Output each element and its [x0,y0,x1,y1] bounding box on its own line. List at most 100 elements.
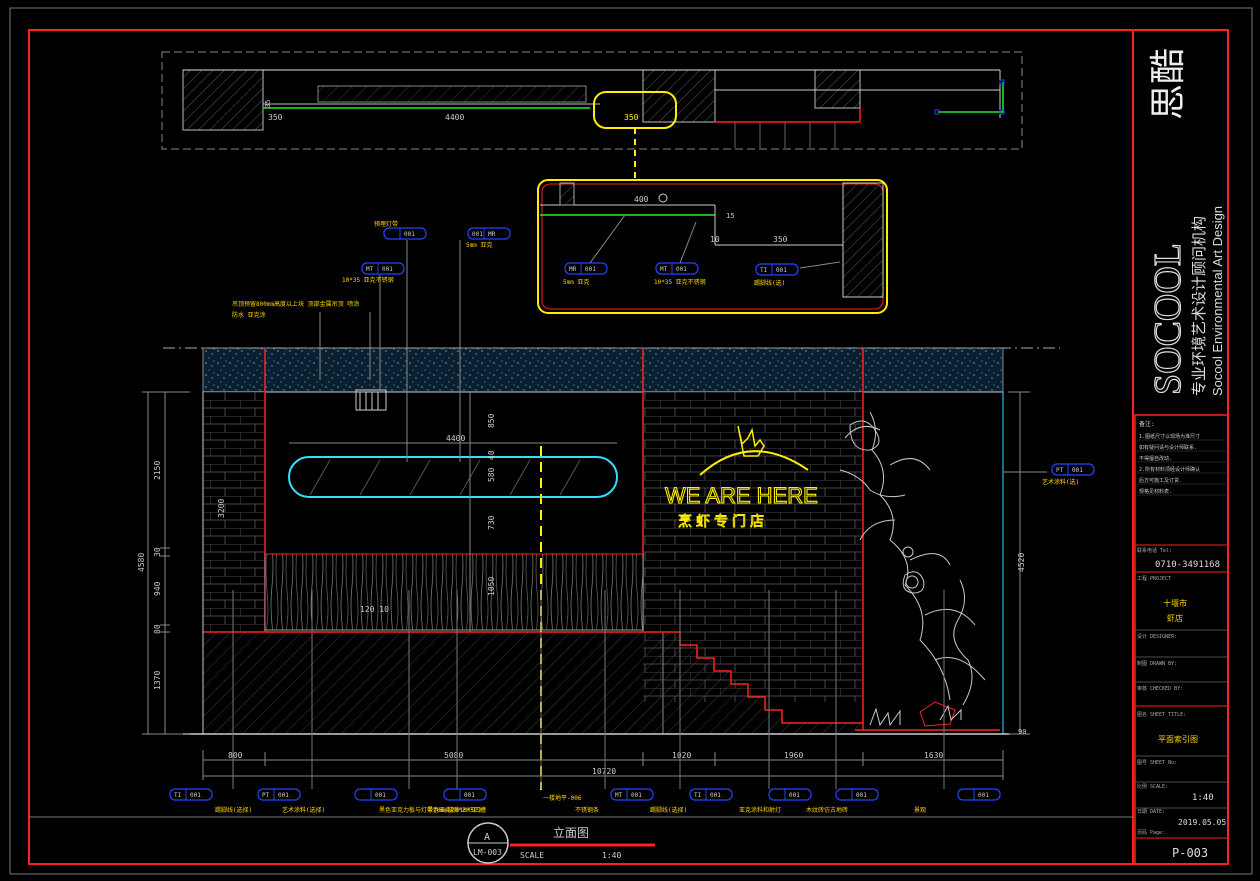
company-name-cn: 专业环境艺术设计顾问机构 [1190,216,1208,396]
tag-label: 不锈钢条 [575,806,599,814]
company-name-en: Socool Environmental Art Design [1210,206,1225,396]
tag-label: 10*35 亚克不锈钢 [654,278,706,286]
notes-header: 备注: [1139,420,1155,428]
dim-4400-inner: 4400 [446,434,465,443]
detail-dim-15: 15 [726,212,734,220]
dim-1050: 1050 [487,577,496,596]
counter-base [202,631,664,735]
dim-left-1370: 1370 [153,671,162,690]
tag-number: 001 [789,792,800,799]
note-line: 后方可施工及订货. [1139,477,1182,484]
project-label: 工程 PROJECT [1137,575,1171,582]
dim-40: 40 [487,450,496,460]
tag-label: 5mm 亚克 [466,241,492,249]
dim-right-90: 90 [1018,728,1026,736]
tag-number: 001 [1072,467,1083,474]
dim-3200: 3200 [217,499,226,518]
right-dimension [1008,391,1030,735]
notes-list: 1.图纸尺寸以现场为准尺寸如有疑问请与设计师联系.不得擅自改动.2.所有材料须经… [1137,433,1226,496]
tag-label: 踢脚线(选) [754,279,785,287]
note-line: 如有疑问请与设计师联系. [1139,444,1197,451]
sheet-no-label: 图号 SHEET No: [1137,760,1177,766]
project-line-2: 虾店 [1167,613,1183,623]
drape-panel [264,553,644,631]
dim-b-5080: 5080 [444,751,463,760]
label-title: 立面图 [553,825,589,840]
logo-brand: 思酷 [1148,48,1189,120]
dim-b-1020: 1020 [672,751,691,760]
tag-number: MR [488,231,496,238]
label-scale-label: SCALE [520,851,544,860]
tag-number: 001 [776,267,787,274]
tag-label: 10*35 亚克不锈钢 [342,276,394,284]
scale-value: 1:40 [1192,793,1214,803]
dim-b-1630: 1630 [924,751,943,760]
tel-label: 联系电话 Tel: [1137,547,1172,554]
stair-profile [663,631,863,724]
detail-dim-350: 350 [773,235,788,244]
sheet-title-label: 图名 SHEET TITLE: [1137,711,1186,718]
tag-number: 001 [464,792,475,799]
scale-label: 比例 SCALE: [1137,783,1168,790]
plan-dim-4400: 4400 [445,113,464,122]
tag-code: 001 [472,231,483,238]
capsule-window [288,456,618,498]
tag-number: 001 [676,266,687,273]
ceiling-band [202,347,1004,393]
tag-number: 001 [631,792,642,799]
tag-number: 001 [710,792,721,799]
plan-dim-350-right: 350 [624,113,639,122]
tag-code: TI [760,267,768,274]
tag-label: 木纹砖仿古地砖 [806,806,848,814]
plant-illustration [839,411,986,706]
tag-label: 踢脚线(选择) [650,806,687,814]
dim-right-4520: 4520 [1017,553,1026,572]
dim-left-80: 80 [153,624,162,634]
drawn-label: 制图 DRAWN BY: [1137,660,1177,667]
inner-dims: 4400 850 40 580 730 1050 120 10 3200 [217,392,617,632]
hand-icon [737,425,765,457]
dim-b-1960: 1960 [784,751,803,760]
bottom-dimension-chain [202,750,1004,780]
project-line-1: 十堰市 [1163,598,1187,608]
dim-left-940: 940 [153,581,162,596]
bottom-callout-3: 001 黑色亚克20*20凹口 [427,788,487,814]
dim-b-10720: 10720 [592,767,616,776]
tag-label: 黑色亚克20*20凹口 [427,806,481,814]
company-logo: SOCOOL 思酷 专业环境艺术设计顾问机构 Socool Environmen… [1146,48,1225,396]
sheet-title: 平面索引图 [1158,734,1198,744]
dim-left-4580: 4580 [137,553,146,572]
tel-number: 0710-3491168 [1155,560,1220,570]
left-dimension-chain [142,391,190,735]
dim-730: 730 [487,515,496,530]
detail-dim-400: 400 [634,195,649,204]
plan-dim-350-left: 350 [268,113,283,122]
top-callout-1: 001 MR 5mm 亚克 [466,227,511,249]
detail-tag-1: MT 001 10*35 亚克不锈钢 [654,262,706,286]
dim-580: 580 [487,467,496,482]
tag-code: MR [569,266,577,273]
label-scale-value: 1:40 [602,851,621,860]
brick-wall-left [203,392,265,632]
bottom-callout-5: MT 001 不锈钢条 [575,788,654,814]
tag-label: 艺术涂料(选择) [282,806,325,814]
tag-code: MT [660,266,668,273]
tag-code: PT [1056,467,1064,474]
checked-label: 审核 CHECKED BY: [1137,685,1183,692]
tag-code: MT [615,792,623,799]
page-number: P-003 [1172,846,1208,860]
bottom-callout-7: 001 亚克涂料和射灯 [739,788,812,814]
note-line: 不得擅自改动. [1139,455,1172,462]
tag-label: 亚克涂料和射灯 [739,806,781,814]
tag-label: 踢脚线(选择) [215,806,252,814]
label-sheet-ref: LM-003 [473,848,502,857]
